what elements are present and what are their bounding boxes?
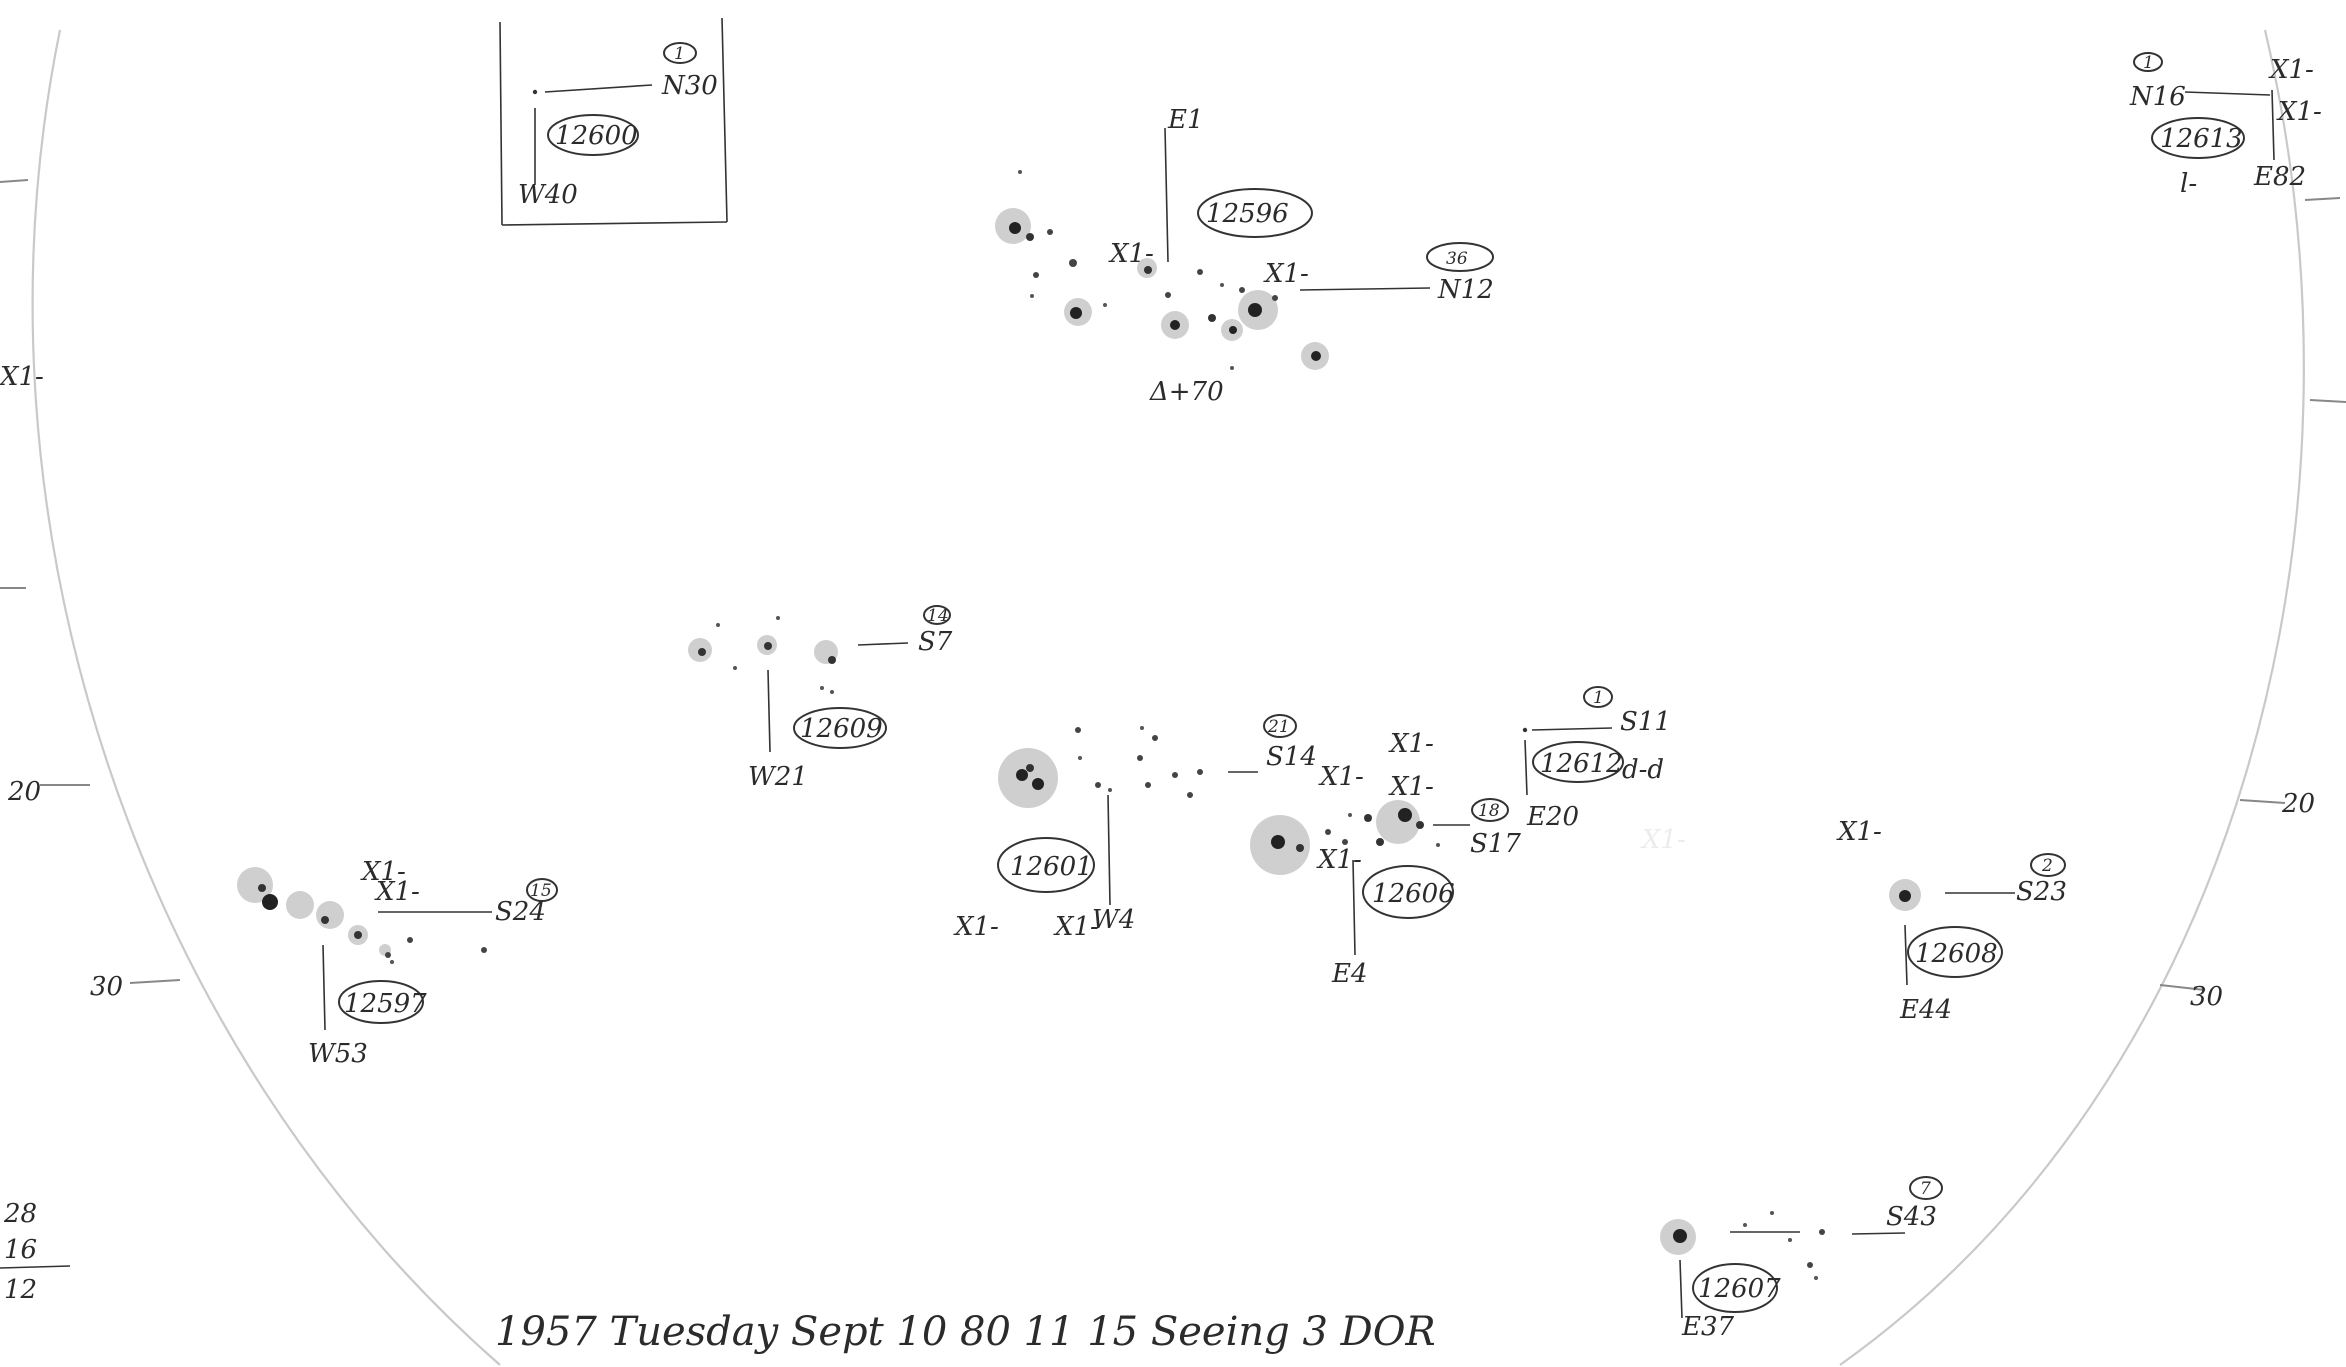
- longitude-label: E44: [1899, 995, 1952, 1025]
- sunspot-group-12597: 15 S24 12597 W53 X1- X1-: [237, 857, 558, 1069]
- longitude-label: W4: [1092, 905, 1135, 935]
- sunspot-group-12600: 12600 1 N30 W40: [518, 42, 718, 210]
- solar-disk-limb: [31, 29, 501, 1366]
- limb-label-30-right: 30: [2190, 982, 2223, 1012]
- flare-mark: X1-: [374, 877, 420, 907]
- observation-caption: 1957 Tuesday Sept 10 80 11 15 Seeing 3 D…: [495, 1309, 1436, 1355]
- sunspot-group-12606: 18 S17 12606 E4 X1- X1- X1- X1-: [1250, 729, 1521, 989]
- group-number: 12601: [1010, 852, 1093, 882]
- group-number: 12612: [1540, 749, 1623, 779]
- limb-tick: [129, 979, 181, 984]
- longitude-label: W53: [308, 1039, 368, 1069]
- sunspot-group-12601: 21 S14 12601 W4 X1- X1-: [953, 714, 1317, 942]
- latitude-label: S24: [495, 897, 546, 927]
- latitude-label: N30: [661, 71, 718, 101]
- group-number: 12609: [800, 714, 883, 744]
- spot-count: 21: [1267, 717, 1290, 737]
- flare-mark-limb: X1-: [0, 362, 44, 392]
- sunspot-group-12613: 1 N16 12613 E82 l- X1- X1-: [2129, 52, 2322, 199]
- latitude-label: S17: [1470, 829, 1521, 859]
- limb-label-20-right: 20: [2281, 789, 2315, 819]
- spot-cluster: [995, 170, 1329, 370]
- flare-mark: X1-: [2268, 55, 2314, 85]
- group-number: 12597: [344, 989, 427, 1019]
- sunspot-group-12607: 7 S43 12607 E37: [1660, 1176, 1943, 1342]
- flare-mark: X1-: [2276, 97, 2322, 127]
- flare-mark: X1-: [953, 912, 999, 942]
- longitude-label: W21: [748, 762, 808, 792]
- sunspot-group-12596: X1- X1- E1 12596 36 N12 Δ+70: [995, 105, 1494, 407]
- flare-mark: X1-: [1263, 259, 1309, 289]
- flare-mark: X1-: [360, 857, 406, 887]
- flare-mark: X1-: [1316, 845, 1362, 875]
- total-line-3: 12: [4, 1275, 37, 1305]
- group-number: 12613: [2160, 124, 2243, 154]
- latitude-label: S43: [1886, 1202, 1937, 1232]
- spot-count: 18: [1478, 801, 1500, 821]
- group-number: 12600: [555, 121, 638, 151]
- flare-mark: X1-: [1318, 762, 1364, 792]
- spot-totals: 28 16 12: [0, 1199, 71, 1305]
- flare-mark: X1-: [1053, 912, 1099, 942]
- annotation-delta: Δ+70: [1149, 377, 1224, 407]
- longitude-label: E4: [1331, 959, 1368, 989]
- flare-mark: X1-: [1108, 239, 1154, 269]
- limb-tick: [2309, 399, 2346, 403]
- flare-mark-faint: X1-: [1640, 825, 1686, 855]
- limb-label-20: 20: [7, 777, 41, 807]
- spot-count: 15: [530, 881, 552, 901]
- inset-box: [499, 17, 728, 226]
- latitude-label: S14: [1266, 742, 1317, 772]
- group-number: 12608: [1915, 939, 1998, 969]
- latitude-label: S11: [1620, 707, 1671, 737]
- limb-tick: [2239, 799, 2286, 804]
- limb-tick: [2304, 197, 2341, 201]
- limb-label-30: 30: [90, 972, 123, 1002]
- group-note: l-: [2180, 169, 2197, 199]
- flare-mark: X1-: [1388, 772, 1434, 802]
- flare-mark: X1-: [1836, 817, 1882, 847]
- spot-count: 2: [2041, 856, 2053, 876]
- flare-mark: X1-: [1388, 729, 1434, 759]
- spot-count: 7: [1920, 1179, 1931, 1199]
- latitude-label: N16: [2129, 82, 2186, 112]
- group-note: d-d: [1622, 755, 1664, 785]
- latitude-label: N12: [1437, 275, 1494, 305]
- sunspot-group-12609: 14 S7 12609 W21: [688, 605, 953, 792]
- spot-count: 36: [1446, 249, 1468, 269]
- spot-count: 1: [1593, 688, 1604, 708]
- latitude-label: S23: [2016, 877, 2067, 907]
- sunspot-group-12608: 2 S23 12608 E44 X1-: [1836, 817, 2067, 1025]
- group-number: 12606: [1372, 879, 1455, 909]
- longitude-label: E20: [1526, 802, 1579, 832]
- longitude-label: E37: [1681, 1312, 1735, 1342]
- total-line-1: 28: [3, 1199, 37, 1229]
- longitude-label: W40: [518, 180, 578, 210]
- group-number: 12596: [1206, 199, 1289, 229]
- spot-count: 1: [674, 44, 685, 64]
- latitude-label: S7: [918, 627, 953, 657]
- spot-count: 1: [2143, 53, 2154, 73]
- spot-count: 14: [927, 606, 949, 626]
- limb-tick: [0, 179, 29, 183]
- longitude-label: E1: [1167, 105, 1204, 135]
- group-number: 12607: [1698, 1274, 1781, 1304]
- total-line-2: 16: [4, 1235, 37, 1265]
- sunspot-group-12612: 1 S11 12612 E20 d-d X1-: [1522, 686, 1686, 855]
- solar-disk-limb-right: [1839, 29, 2305, 1366]
- limb-tick: [2159, 984, 2206, 991]
- longitude-label: E82: [2253, 162, 2306, 192]
